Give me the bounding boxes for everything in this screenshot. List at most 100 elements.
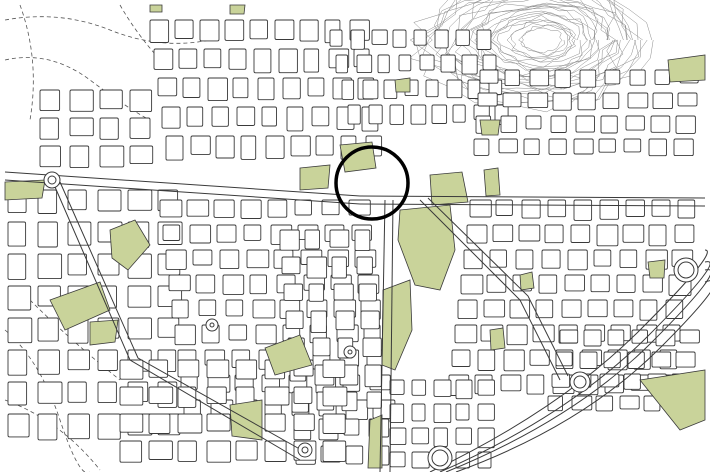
city-block xyxy=(473,138,490,156)
city-block xyxy=(455,451,471,469)
city-block xyxy=(290,135,311,157)
city-block xyxy=(315,135,334,156)
city-block xyxy=(434,29,449,49)
city-block xyxy=(304,229,320,250)
green-space xyxy=(479,119,501,136)
city-block xyxy=(364,364,382,388)
city-block xyxy=(97,413,121,440)
green-space xyxy=(429,171,469,206)
city-block xyxy=(186,199,210,217)
city-block xyxy=(551,373,571,388)
city-block xyxy=(286,106,304,132)
city-block xyxy=(165,135,184,161)
highway-lane xyxy=(429,249,708,472)
city-block xyxy=(525,115,542,130)
city-block xyxy=(264,386,290,406)
highway-lane xyxy=(445,269,710,472)
city-block xyxy=(577,92,596,111)
city-block xyxy=(299,19,319,42)
city-block xyxy=(583,329,602,347)
city-block xyxy=(625,199,645,217)
city-block xyxy=(249,274,267,295)
city-block xyxy=(7,285,32,311)
city-block xyxy=(216,224,237,243)
city-block xyxy=(548,138,567,155)
city-block xyxy=(177,413,203,434)
city-block xyxy=(331,256,347,279)
city-block xyxy=(261,106,277,127)
city-block xyxy=(561,299,582,318)
city-block xyxy=(486,274,507,293)
roundabout-inner xyxy=(209,322,215,328)
contour-line xyxy=(496,19,573,63)
city-block xyxy=(433,403,452,424)
city-block xyxy=(451,349,471,367)
city-block xyxy=(195,274,216,294)
city-block xyxy=(219,249,240,270)
green-space xyxy=(639,369,706,431)
city-block xyxy=(37,413,58,441)
city-block xyxy=(235,359,258,380)
city-block xyxy=(573,138,594,155)
city-block xyxy=(168,274,191,292)
city-block xyxy=(596,224,619,247)
city-block xyxy=(310,310,327,334)
city-block xyxy=(455,379,473,400)
city-block xyxy=(99,117,119,140)
green-space xyxy=(667,54,706,83)
city-block xyxy=(264,413,286,432)
city-block xyxy=(119,386,144,406)
city-block xyxy=(538,274,558,294)
green-space xyxy=(264,334,313,376)
city-block xyxy=(356,54,373,74)
city-block xyxy=(119,359,144,380)
city-block xyxy=(674,224,695,243)
city-block xyxy=(148,440,173,460)
city-block xyxy=(523,138,540,156)
green-space xyxy=(519,271,535,291)
city-block xyxy=(431,104,448,124)
city-block xyxy=(192,249,213,266)
city-block xyxy=(267,199,288,218)
city-block xyxy=(37,253,63,280)
green-space xyxy=(89,319,119,346)
contour-line xyxy=(474,7,596,76)
green-space xyxy=(483,167,501,197)
city-block xyxy=(476,29,492,50)
city-block xyxy=(283,283,304,301)
city-block xyxy=(492,224,514,243)
avenue-edge xyxy=(427,197,569,377)
roundabouts xyxy=(43,171,699,471)
city-block xyxy=(500,374,522,392)
city-block xyxy=(629,69,646,86)
city-block xyxy=(489,249,507,268)
city-block xyxy=(206,413,231,432)
city-block xyxy=(650,115,671,133)
city-block xyxy=(333,283,354,301)
city-block xyxy=(550,115,567,133)
city-block xyxy=(440,54,456,73)
city-block xyxy=(544,224,564,244)
roundabout-inner xyxy=(677,261,695,279)
city-block xyxy=(249,19,268,40)
location-marker-ring[interactable] xyxy=(334,145,410,221)
city-block xyxy=(677,199,696,219)
city-block xyxy=(613,299,634,318)
city-block xyxy=(174,19,194,39)
avenue-edge xyxy=(4,171,361,197)
city-block xyxy=(293,386,313,404)
city-block xyxy=(398,54,412,72)
city-block xyxy=(607,329,625,346)
city-block xyxy=(371,29,388,45)
city-block xyxy=(236,106,256,126)
city-block xyxy=(127,189,153,211)
city-block xyxy=(240,135,257,160)
city-block xyxy=(321,199,340,216)
city-block xyxy=(308,283,325,302)
city-block xyxy=(555,351,573,367)
city-block xyxy=(392,29,407,48)
main-avenues xyxy=(4,171,706,472)
city-block xyxy=(224,19,245,41)
